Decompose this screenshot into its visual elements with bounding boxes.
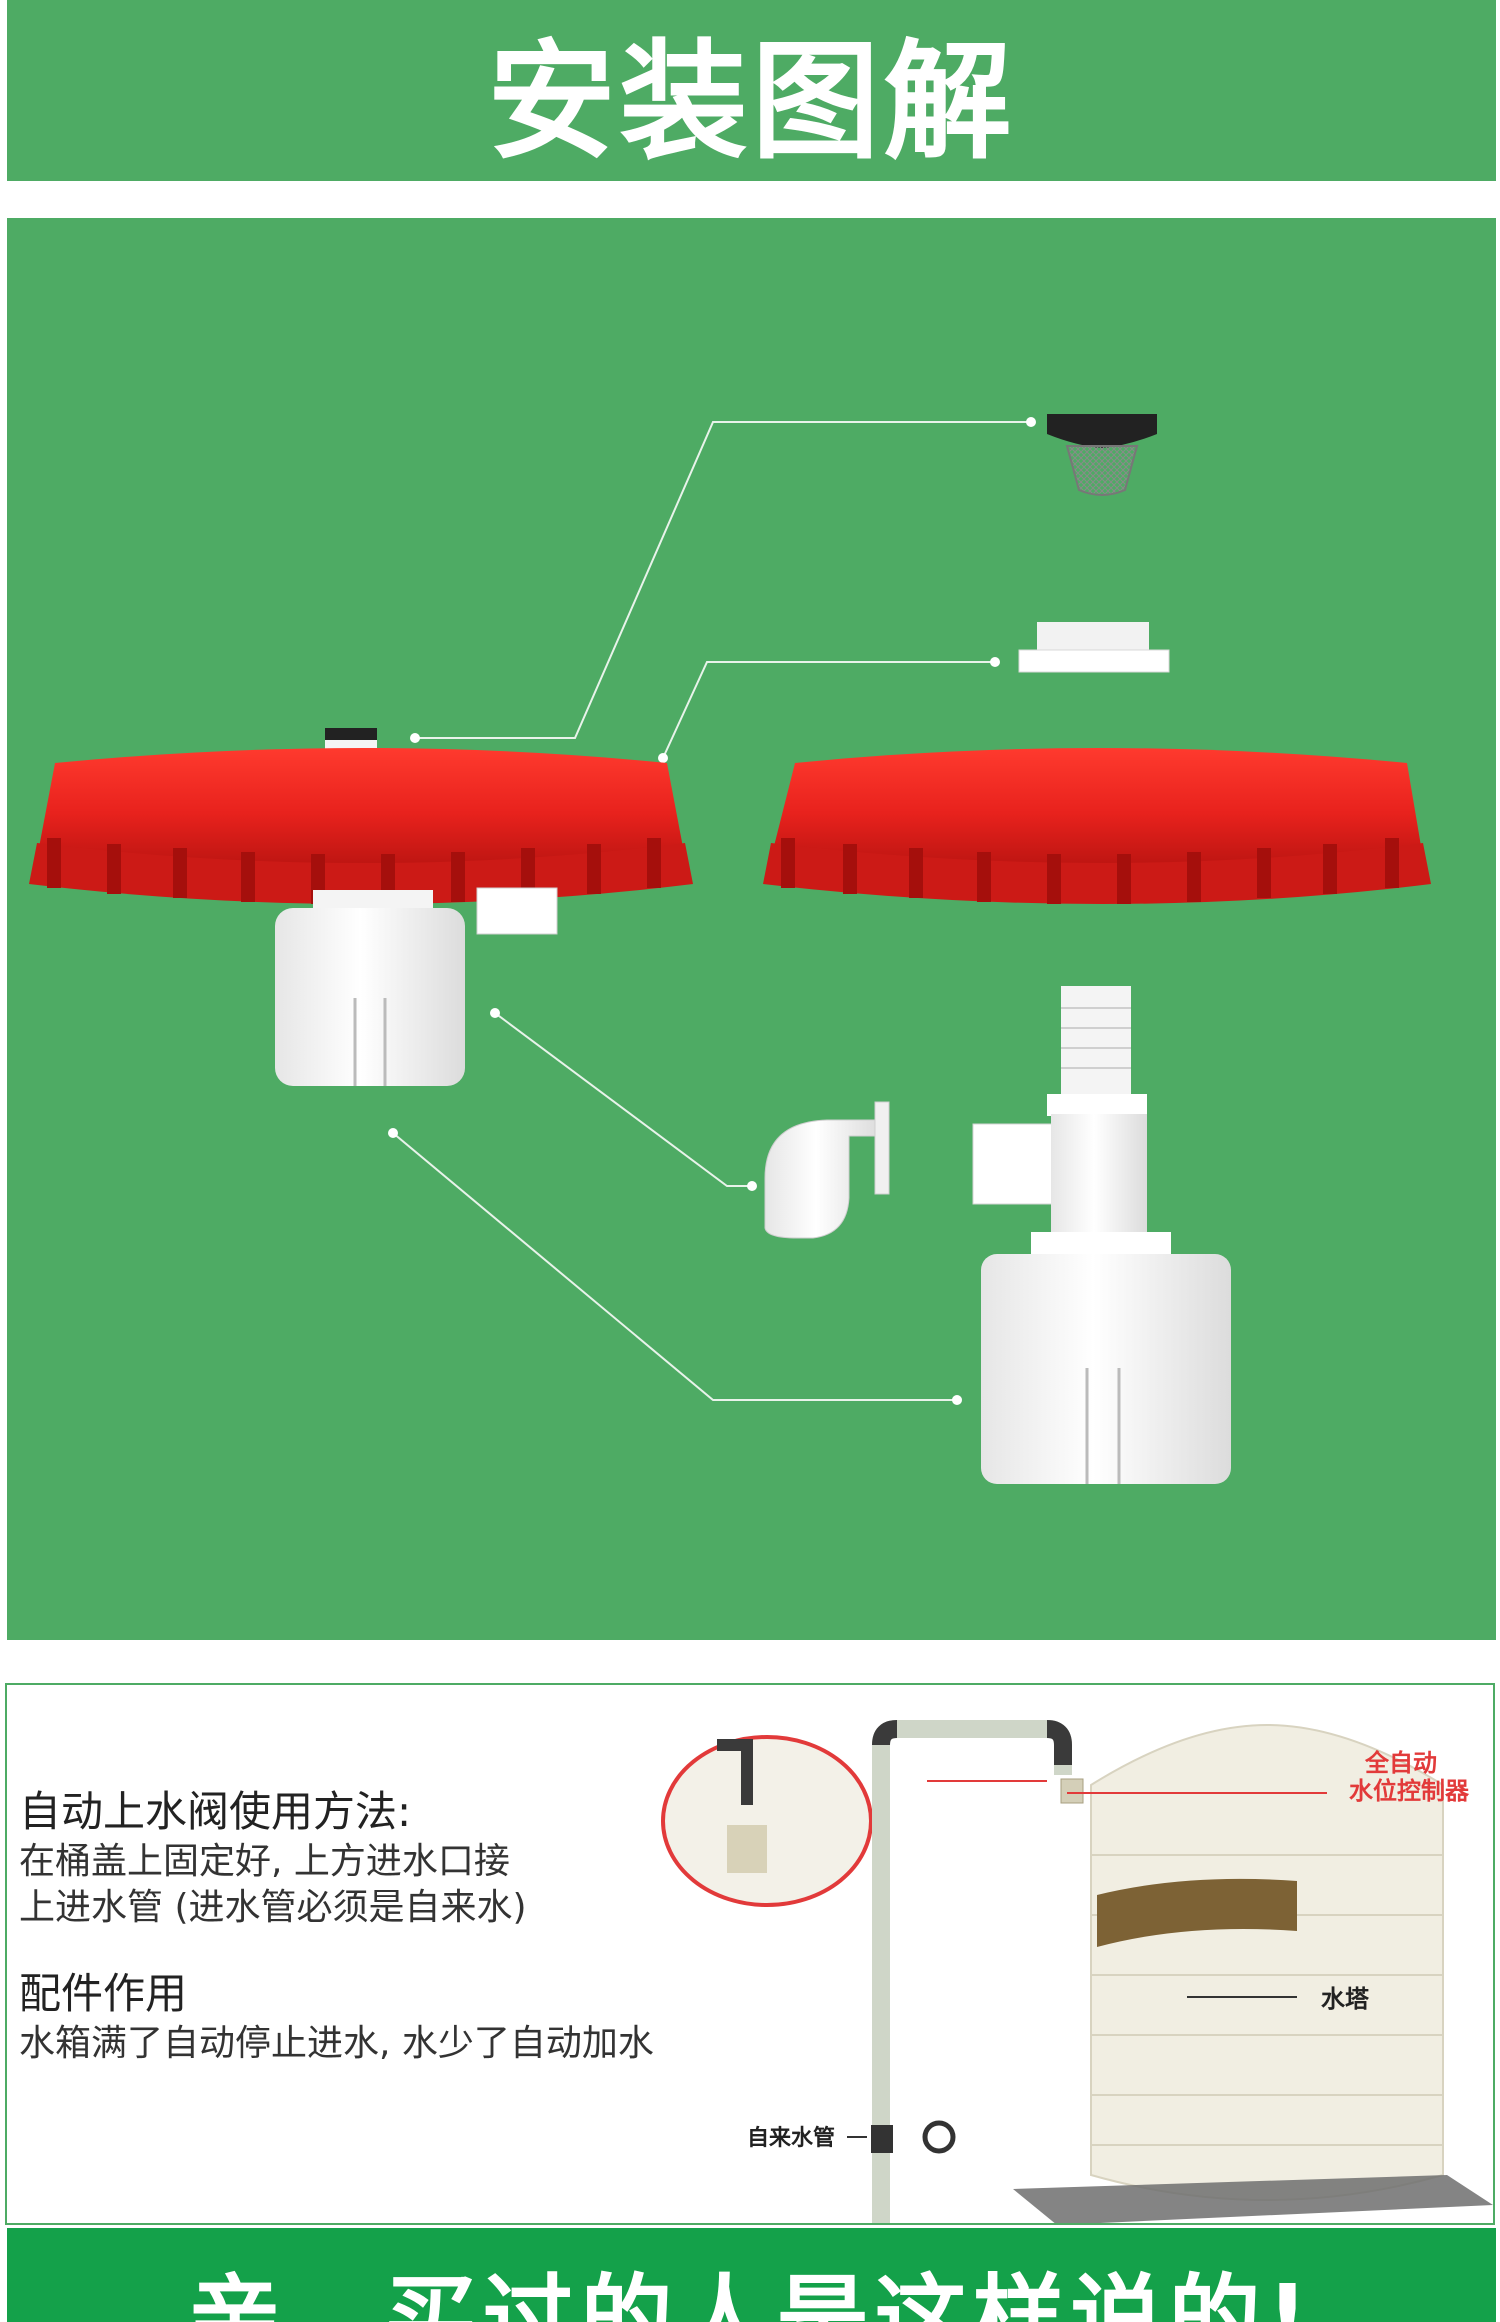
- usage-heading: 自动上水阀使用方法:: [19, 1787, 412, 1836]
- nut-ring-icon: [1018, 622, 1170, 673]
- controller-label-1: 全自动: [1364, 1749, 1437, 1777]
- page-title: 安装图解: [487, 28, 1016, 177]
- usage-text-block: 自动上水阀使用方法: 在桶盖上固定好, 上方进水口接 上进水管 (进水管必须是自…: [19, 1785, 699, 2067]
- header-band: 安装图解: [7, 0, 1496, 181]
- elbow-fitting-icon: [764, 1101, 890, 1239]
- tower-label: 水塔: [1321, 1985, 1370, 2013]
- label-leaders: [847, 1780, 1327, 2138]
- usage-line-1: 在桶盖上固定好, 上方进水口接: [19, 1841, 510, 1882]
- float-valve-right-icon: [972, 986, 1231, 1484]
- footer-text: 亲，买过的人是这样说的!: [188, 2265, 1315, 2322]
- callout-lines: [392, 421, 1031, 1401]
- pipe-label: 自来水管: [747, 2125, 835, 2151]
- role-line: 水箱满了自动停止进水, 水少了自动加水: [19, 2023, 654, 2064]
- zoom-inset-icon: [661, 1735, 873, 1907]
- installation-diagram: [7, 218, 1496, 1640]
- filter-cap-icon: [1047, 414, 1157, 496]
- water-tower-icon: 全自动 水位控制器 水塔 自来水管: [661, 1720, 1493, 2223]
- controller-label-2: 水位控制器: [1349, 1777, 1470, 1805]
- diagram-illustration: [29, 414, 1431, 1484]
- float-valve-left-icon: [275, 887, 558, 1086]
- red-lid-left-icon: [29, 728, 693, 904]
- footer-band: 亲，买过的人是这样说的!: [7, 2228, 1496, 2322]
- supply-pipe-icon: [871, 1720, 1072, 2223]
- red-lid-right-icon: [763, 748, 1431, 904]
- role-heading: 配件作用: [19, 1969, 188, 2018]
- usage-panel: 自动上水阀使用方法: 在桶盖上固定好, 上方进水口接 上进水管 (进水管必须是自…: [5, 1683, 1495, 2225]
- tower-body-icon: [1060, 1723, 1444, 2201]
- usage-line-2: 上进水管 (进水管必须是自来水): [19, 1887, 527, 1928]
